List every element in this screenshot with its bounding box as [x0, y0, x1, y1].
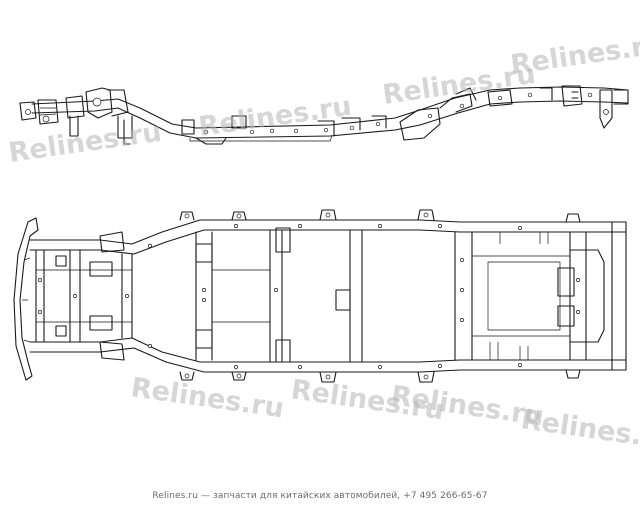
watermark-text: Relines.ru	[519, 404, 640, 456]
frame-top-view	[13, 209, 627, 383]
side-rail-holes	[203, 92, 593, 135]
watermark-layer: Relines.ru Relines.ru Relines.ru Relines…	[7, 29, 640, 457]
watermark-text: Relines.ru	[509, 29, 640, 81]
watermark-text: Relines.ru	[7, 117, 164, 169]
top-rail-holes	[38, 224, 580, 369]
footer-contact: Relines.ru — запчасти для китайских авто…	[152, 491, 488, 501]
watermark-text: Relines.ru	[197, 91, 354, 143]
watermark-text: Relines.ru	[129, 372, 286, 424]
frame-side-view	[19, 85, 629, 145]
